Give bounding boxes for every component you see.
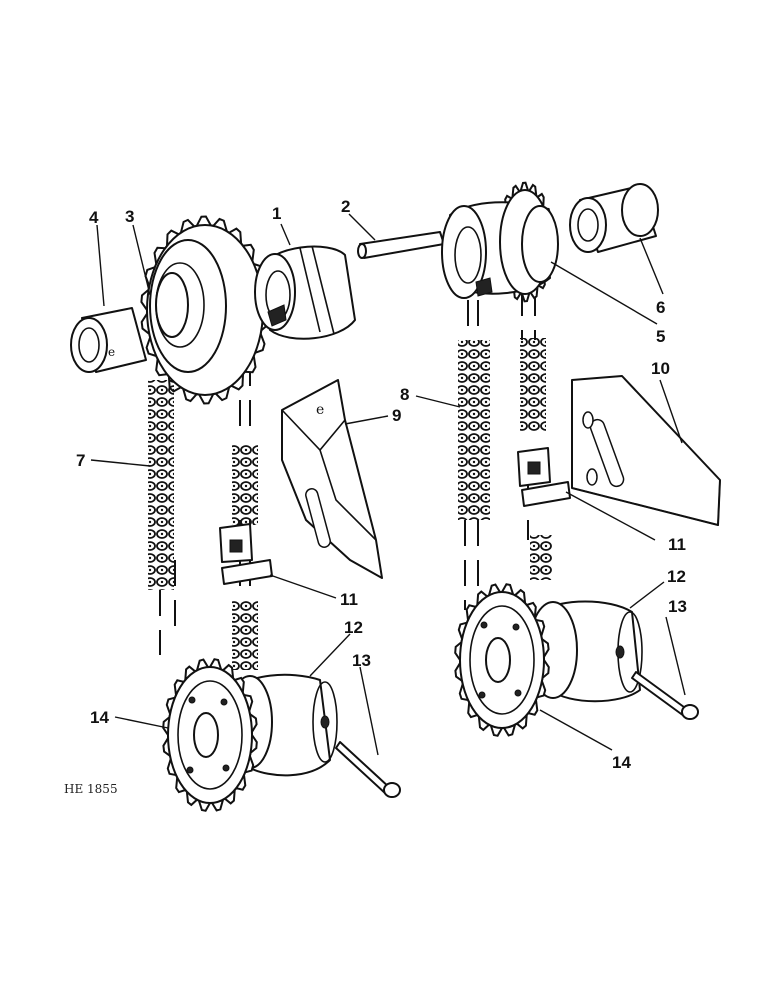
callout-13-left: 13 [352,651,371,670]
chain-guide-clip-right [517,447,571,507]
callout-9: 9 [392,406,401,425]
sprocket-right-lower [454,583,550,737]
svg-text:e: e [108,345,115,359]
sprocket-left-upper [140,215,270,405]
callout-12-right: 12 [667,567,686,586]
callout-14-right: 14 [612,753,631,772]
callout-5: 5 [656,327,665,346]
svg-text:e: e [316,402,324,418]
coupling-half [254,245,356,340]
callout-2: 2 [341,197,350,216]
slotted-plate [571,375,721,527]
leader-lines [90,213,686,756]
callout-6: 6 [656,298,665,317]
callout-4: 4 [89,208,99,227]
figure-code: HE 1855 [64,782,118,796]
bolt-right [631,671,699,720]
coupling-sprocket-right [441,181,559,303]
callout-1: 1 [272,204,281,223]
bushing-left: e [70,307,147,373]
callout-7: 7 [76,451,85,470]
drive-chains [148,338,552,670]
angle-bracket: e [281,379,383,579]
callout-13-right: 13 [668,597,687,616]
callout-12-left: 12 [344,618,363,637]
callout-10: 10 [651,359,670,378]
callout-3: 3 [125,207,134,226]
chain-guide-clip-left [219,523,273,585]
sprocket-left-lower [162,658,258,812]
callout-11-right: 11 [668,535,686,554]
callout-14-left: 14 [90,708,109,727]
bushing-right [569,183,659,253]
callout-labels: 1 2 3 4 5 6 7 8 9 10 11 11 12 12 13 13 1… [64,197,687,796]
bolt-left [335,741,401,798]
callout-8: 8 [400,385,409,404]
callout-11-left: 11 [340,590,358,609]
